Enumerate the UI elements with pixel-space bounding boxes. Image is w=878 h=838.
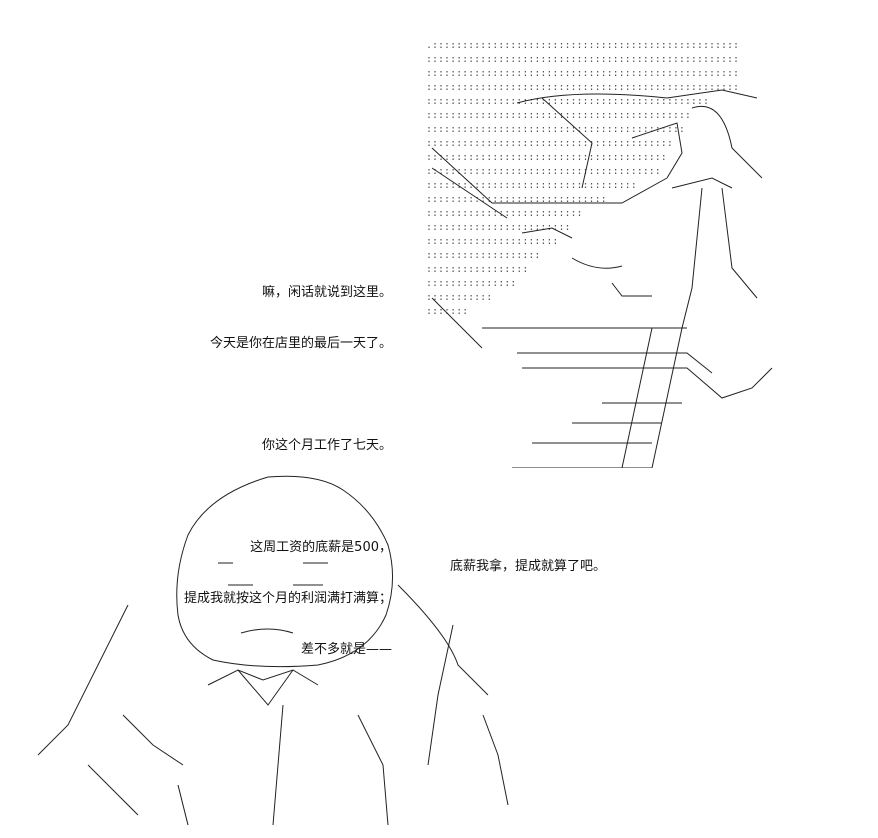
worker-speech: 底薪我拿，提成就算了吧。: [450, 559, 607, 574]
svg-text:::::::::::::::::::::::::::: ::::::::::::::::::::::::::: [426, 208, 583, 219]
svg-text::::::::::::::::: :::::::::::::::: [426, 278, 516, 289]
svg-text::::::::::::::::::::: :::::::::::::::::::: [426, 250, 540, 261]
svg-text::::::::::::: :::::::::::: [426, 292, 492, 303]
svg-text:::::::::::::::::::::::::: ::::::::::::::::::::::::: [426, 222, 571, 233]
manager-speech: 嘛，闲话就说到这里。 今天是你在店里的最后一天了。 你这个月工作了七天。 这周工…: [184, 250, 392, 675]
speech-line-4: 你这个月工作了七天。: [261, 438, 392, 453]
dot-pattern: .:::::::::::::::::::::::::::::::::::::::…: [426, 40, 739, 317]
speech-line-3: [184, 386, 392, 403]
worker-figure-lines: [37, 475, 509, 825]
svg-text:::::::::::::::::::::::::::::::: ::::::::::::::::::::::::::::::::::::::::…: [426, 124, 685, 135]
svg-text::::::::::::::::::: :::::::::::::::::: [426, 264, 528, 275]
svg-text:::::::::::::::::::::::::::::::: ::::::::::::::::::::::::::::::::::::::::: [426, 152, 667, 163]
worker-ascii-art: [28, 465, 538, 825]
speech-line-6: 这周工资的底薪是500，: [250, 540, 392, 555]
svg-text:::::::::::::::::::::::::::::::: ::::::::::::::::::::::::::::::: [426, 194, 607, 205]
svg-text:.:::::::::::::::::::::::::::::: .:::::::::::::::::::::::::::::::::::::::…: [426, 40, 739, 51]
speech-line-8: 差不多就是——: [300, 642, 392, 657]
manager-figure-lines: [431, 89, 773, 468]
svg-text:::::::::::::::::::::::::::::::: :::::::::::::::::::::::::::::::::::::::: [426, 166, 661, 177]
svg-text:::::::::::::::::::::::::::::::: :::::::::::::::::::::::::::::::::::: [426, 180, 637, 191]
svg-text:::::::::::::::::::::::::::::::: ::::::::::::::::::::::::::::::::::::::::…: [426, 82, 739, 93]
manager-ascii-art: .:::::::::::::::::::::::::::::::::::::::…: [422, 28, 782, 468]
svg-text:::::::::::::::::::::::::::::::: ::::::::::::::::::::::::::::::::::::::::…: [426, 68, 739, 79]
svg-text:::::::::::::::::::::::::::::::: ::::::::::::::::::::::::::::::::::::::::…: [426, 96, 709, 107]
speech-line-1: 嘛，闲话就说到这里。: [261, 285, 392, 300]
svg-text:::::::::::::::::::::::::::::::: ::::::::::::::::::::::::::::::::::::::::…: [426, 138, 673, 149]
svg-text:::::::::::::::::::::::::::::::: ::::::::::::::::::::::::::::::::::::::::…: [426, 110, 691, 121]
svg-text:::::::::::::::::::::::::::::::: ::::::::::::::::::::::::::::::::::::::::…: [426, 54, 739, 65]
svg-text::::::::: :::::::: [426, 306, 468, 317]
speech-line-2: 今天是你在店里的最后一天了。: [209, 336, 392, 351]
svg-text:::::::::::::::::::::::: ::::::::::::::::::::::: [426, 236, 558, 247]
speech-line-7: 提成我就按这个月的利润满打满算；: [183, 591, 392, 606]
